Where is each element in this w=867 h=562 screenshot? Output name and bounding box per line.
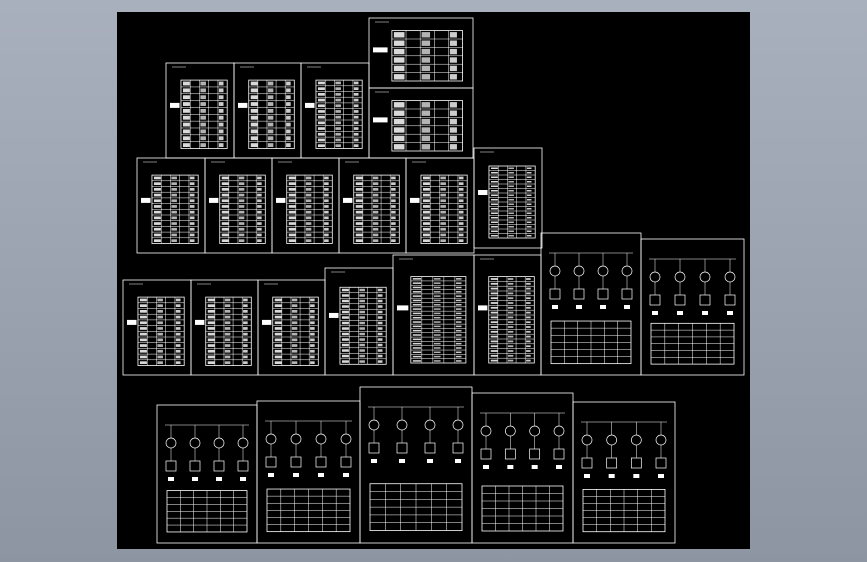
- schematic-sheet[interactable]: [190, 279, 259, 376]
- wiring-diagram-sheet[interactable]: [256, 400, 361, 544]
- schematic-sheet[interactable]: [473, 147, 543, 249]
- drawing-background: [117, 12, 750, 549]
- schematic-sheet[interactable]: [392, 254, 475, 376]
- sheet-border: [640, 238, 745, 376]
- schematic-sheet[interactable]: [165, 62, 235, 159]
- sheet-border: [572, 401, 676, 544]
- schematic-sheet[interactable]: [233, 62, 302, 159]
- schematic-sheet[interactable]: [324, 267, 394, 376]
- schematic-sheet[interactable]: [405, 157, 475, 254]
- wiring-diagram-sheet[interactable]: [572, 401, 676, 544]
- schematic-sheet[interactable]: [122, 279, 192, 376]
- schematic-sheet[interactable]: [300, 62, 370, 159]
- schematic-sheet[interactable]: [368, 17, 474, 89]
- schematic-sheet[interactable]: [338, 157, 407, 254]
- wiring-diagram-sheet[interactable]: [640, 238, 745, 376]
- sheet-border: [473, 147, 543, 249]
- wiring-diagram-sheet[interactable]: [471, 392, 574, 544]
- wiring-diagram-sheet[interactable]: [540, 232, 642, 376]
- wiring-diagram-sheet[interactable]: [156, 404, 258, 544]
- schematic-sheet[interactable]: [473, 254, 542, 376]
